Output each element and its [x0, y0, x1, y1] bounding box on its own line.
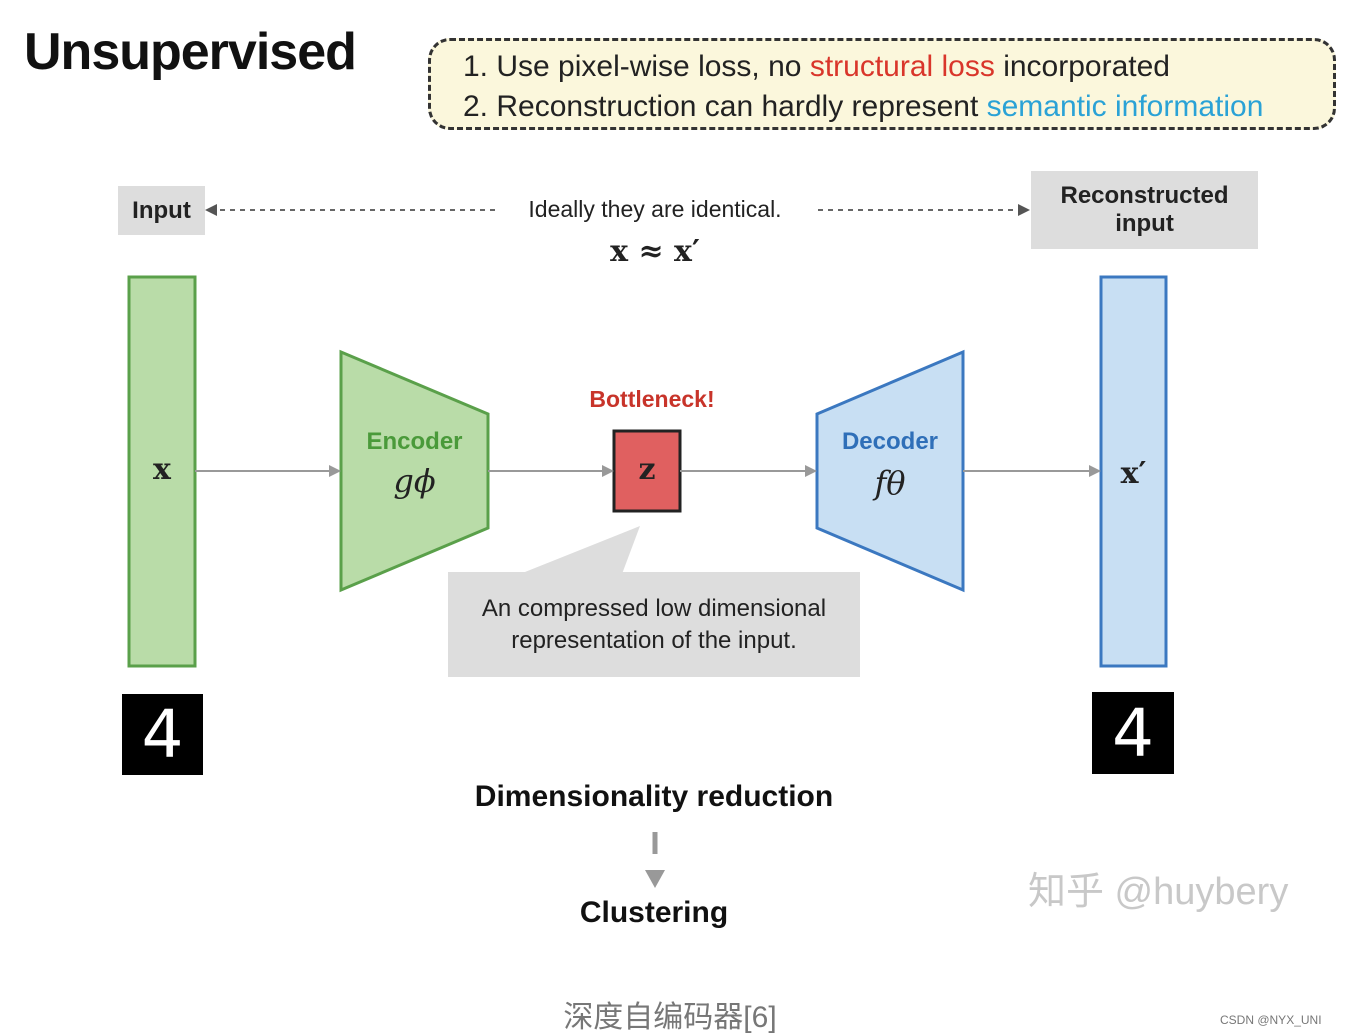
- input-variable: x: [153, 452, 171, 487]
- note-1-prefix: 1. Use pixel-wise loss, no: [463, 50, 810, 83]
- credit-text: CSDN @NYX_UNI: [1220, 1013, 1322, 1027]
- output-bar: [1099, 275, 1168, 668]
- input-digit-image: 4: [122, 694, 203, 775]
- identity-formula: x ≈ x′: [610, 234, 700, 269]
- dimensionality-reduction-label: Dimensionality reduction: [474, 780, 834, 813]
- decoder-shape: [815, 349, 965, 593]
- notes-box: 1. Use pixel-wise loss, no structural lo…: [428, 38, 1336, 130]
- output-digit-image: 4: [1092, 692, 1174, 774]
- decoder-symbol: fθ: [874, 464, 906, 502]
- ideal-text: Ideally they are identical.: [528, 196, 782, 222]
- callout-pointer: [520, 526, 640, 574]
- note-2: 2. Reconstruction can hardly represent s…: [463, 87, 1333, 127]
- latent-callout: An compressed low dimensional representa…: [448, 572, 860, 677]
- diagram-title: Unsupervised: [24, 23, 357, 81]
- latent-variable: z: [638, 452, 656, 487]
- watermark: 知乎 @huybery: [1028, 871, 1289, 913]
- encoder-symbol: gϕ: [393, 462, 436, 500]
- down-arrow-head: [645, 870, 665, 888]
- note-1-suffix: incorporated: [994, 50, 1170, 83]
- note-1: 1. Use pixel-wise loss, no structural lo…: [463, 47, 1333, 87]
- callout-text: An compressed low dimensional representa…: [481, 594, 827, 654]
- reconstructed-label: Reconstructed input: [1031, 171, 1258, 249]
- clustering-label: Clustering: [579, 896, 729, 929]
- bottleneck-label: Bottleneck!: [589, 386, 715, 412]
- input-bar: [127, 275, 197, 668]
- output-variable: x′: [1120, 456, 1147, 491]
- latent-box: [612, 429, 682, 513]
- note-1-highlight: structural loss: [809, 50, 995, 83]
- figure-caption: 深度自编码器[6]: [563, 1001, 777, 1034]
- decoder-label: Decoder: [841, 428, 939, 455]
- note-2-highlight: semantic information: [986, 90, 1264, 123]
- encoder-shape: [339, 349, 490, 593]
- note-2-prefix: 2. Reconstruction can hardly represent: [463, 90, 987, 123]
- input-label: Input: [118, 186, 205, 235]
- encoder-label: Encoder: [366, 428, 463, 455]
